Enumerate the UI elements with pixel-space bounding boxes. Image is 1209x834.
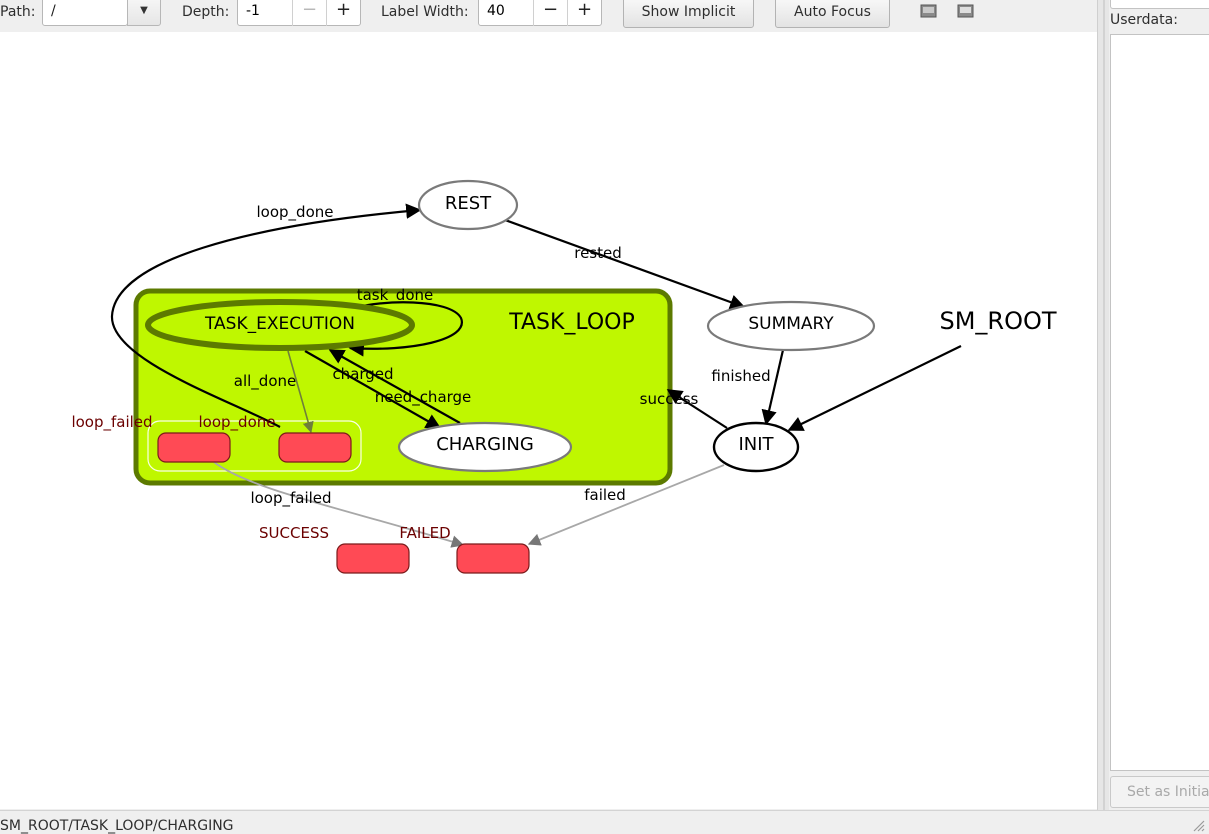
edge-label-loop-done: loop_done bbox=[257, 203, 334, 222]
edge-need-charge[interactable] bbox=[304, 350, 442, 429]
state-init[interactable] bbox=[712, 421, 800, 473]
edge-label-success: success bbox=[640, 390, 699, 408]
label-width-input[interactable] bbox=[479, 0, 531, 25]
side-top-box bbox=[1110, 0, 1209, 9]
outcome-failed[interactable] bbox=[456, 543, 530, 574]
state-charging-label: CHARGING bbox=[436, 434, 534, 455]
depth-increment-button[interactable]: + bbox=[326, 0, 360, 26]
edge-label-rested: rested bbox=[574, 244, 622, 262]
state-rest[interactable] bbox=[417, 179, 519, 231]
path-label: Path: bbox=[0, 4, 36, 20]
status-bar: SM_ROOT/TASK_LOOP/CHARGING bbox=[0, 810, 1209, 834]
edge-loop-failed[interactable] bbox=[213, 461, 465, 548]
state-machine-graph: TASK_LOOP loop_done rested task_done nee… bbox=[71, 179, 1057, 574]
userdata-view[interactable] bbox=[1110, 34, 1209, 771]
edge-finished[interactable] bbox=[761, 349, 785, 426]
save-dot-icon[interactable] bbox=[956, 2, 976, 20]
outcome-loop-failed-label: loop_failed bbox=[71, 413, 152, 432]
outcome-success[interactable] bbox=[336, 543, 410, 574]
edge-root-init[interactable] bbox=[787, 345, 962, 431]
resize-grip-icon[interactable] bbox=[1189, 816, 1205, 832]
outcome-success-label: SUCCESS bbox=[259, 524, 329, 542]
task-loop-label: TASK_LOOP bbox=[508, 310, 635, 335]
depth-input[interactable] bbox=[238, 0, 290, 25]
edge-label-finished: finished bbox=[711, 367, 770, 385]
depth-decrement-button[interactable]: − bbox=[292, 0, 326, 26]
graph-canvas[interactable]: TASK_LOOP loop_done rested task_done nee… bbox=[0, 32, 1097, 809]
state-summary-label: SUMMARY bbox=[748, 314, 834, 334]
state-charging[interactable] bbox=[397, 421, 573, 473]
auto-focus-button[interactable]: Auto Focus bbox=[775, 0, 890, 28]
set-initial-button[interactable]: Set as Initia bbox=[1110, 776, 1209, 808]
label-width-increment-button[interactable]: + bbox=[567, 0, 601, 26]
save-image-icon[interactable] bbox=[919, 2, 939, 20]
state-task-execution-label: TASK_EXECUTION bbox=[204, 314, 355, 334]
edge-all-done[interactable] bbox=[287, 350, 314, 434]
label-width-decrement-button[interactable]: − bbox=[533, 0, 567, 26]
panel-splitter[interactable] bbox=[1097, 0, 1109, 810]
toolbar: Path: ▼ Depth: − + Label Width: − + Show… bbox=[0, 0, 1100, 32]
edge-label-need-charge: need_charge bbox=[375, 388, 472, 407]
edge-label-task-done: task_done bbox=[357, 286, 434, 305]
edge-label-failed: failed bbox=[584, 486, 626, 504]
state-task-execution[interactable] bbox=[145, 299, 415, 351]
splitter-bar bbox=[1103, 0, 1105, 810]
state-summary[interactable] bbox=[706, 300, 876, 352]
edge-loop-done[interactable] bbox=[110, 203, 422, 428]
task-loop-outcomes-group bbox=[147, 420, 362, 472]
edge-label-charged: charged bbox=[332, 365, 393, 383]
state-init-label: INIT bbox=[738, 434, 774, 455]
edge-label-loop-failed: loop_failed bbox=[250, 489, 331, 508]
label-width-label: Label Width: bbox=[381, 4, 469, 20]
outcome-loop-done-label: loop_done bbox=[199, 413, 276, 432]
edge-rested[interactable] bbox=[504, 218, 746, 310]
path-dropdown-button[interactable]: ▼ bbox=[127, 0, 161, 26]
outcome-loop-failed[interactable] bbox=[157, 432, 231, 463]
show-implicit-button[interactable]: Show Implicit bbox=[623, 0, 754, 28]
edge-failed[interactable] bbox=[527, 464, 725, 546]
depth-spinbox: − + bbox=[237, 0, 361, 26]
outcome-failed-label: FAILED bbox=[399, 524, 450, 542]
edge-task-done[interactable] bbox=[348, 301, 463, 357]
side-panel: Userdata: Set as Initia bbox=[1109, 0, 1209, 810]
status-text: SM_ROOT/TASK_LOOP/CHARGING bbox=[0, 818, 234, 834]
edge-success[interactable] bbox=[666, 389, 728, 429]
chevron-down-icon: ▼ bbox=[140, 5, 148, 16]
edge-label-all-done: all_done bbox=[234, 372, 296, 391]
state-rest-label: REST bbox=[445, 193, 492, 214]
depth-label: Depth: bbox=[182, 4, 230, 20]
path-combo-input[interactable] bbox=[42, 0, 128, 26]
root-label: SM_ROOT bbox=[939, 307, 1056, 335]
outcome-loop-done[interactable] bbox=[278, 432, 352, 463]
label-width-spinbox: − + bbox=[478, 0, 602, 26]
userdata-label: Userdata: bbox=[1110, 12, 1178, 28]
edge-charged[interactable] bbox=[328, 349, 461, 424]
